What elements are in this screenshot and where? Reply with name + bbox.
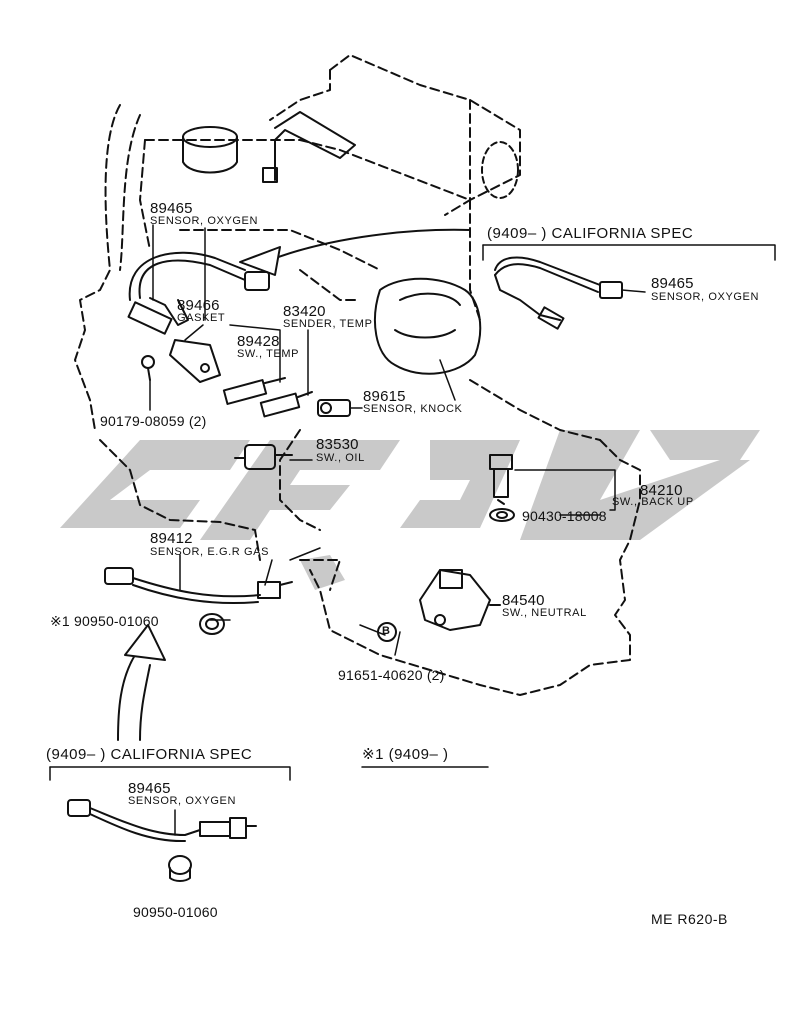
- part-name-89428: SW., TEMP: [237, 348, 300, 360]
- part-name-84540: SW., NEUTRAL: [502, 607, 587, 619]
- pointer-arrow-up: [117, 624, 166, 741]
- watermark-logo: [60, 430, 760, 590]
- part-name-84210: SW., BACK UP: [612, 496, 694, 508]
- grommet-left: [168, 855, 192, 882]
- back-up-switch: [489, 454, 515, 522]
- distributor: [374, 277, 482, 375]
- part-number-90430: 90430-18008: [522, 508, 607, 524]
- knock-sensor: [317, 399, 351, 417]
- part-number-90950-left: 90950-01060: [133, 904, 218, 920]
- oxygen-sensor-left: [67, 799, 257, 843]
- temp-switch: [222, 377, 286, 405]
- part-name-89466: GASKET: [177, 312, 226, 324]
- california-spec-header-left: (9409– ) CALIFORNIA SPEC: [46, 746, 253, 763]
- california-box-right: [482, 244, 776, 261]
- part-name-89465-right: SENSOR, OXYGEN: [651, 291, 760, 303]
- reference-code: ME R620-B: [651, 911, 728, 927]
- oil-switch: [234, 444, 293, 470]
- part-number-83420: 83420: [283, 303, 326, 320]
- oxygen-sensor-right: [494, 256, 646, 330]
- note1-header: ※1 (9409– ): [362, 746, 449, 763]
- neutral-switch: [419, 569, 501, 631]
- callout-b-label: B: [382, 625, 390, 637]
- part-number-89615: 89615: [363, 388, 406, 405]
- pointer-arrow-right: [239, 228, 471, 276]
- part-number-89412: 89412: [150, 530, 193, 547]
- part-number-84540: 84540: [502, 592, 545, 609]
- part-name-89615: SENSOR, KNOCK: [363, 403, 463, 415]
- california-box-left: [49, 766, 291, 781]
- egr-gas-sensor: [104, 567, 293, 605]
- part-name-89465-left: SENSOR, OXYGEN: [128, 795, 237, 807]
- oxygen-sensor-top: [127, 251, 270, 381]
- part-number-89466: 89466: [177, 297, 220, 314]
- part-name-89465-top: SENSOR, OXYGEN: [150, 215, 259, 227]
- part-name-89412: SENSOR, E.G.R GAS: [150, 546, 270, 558]
- part-number-83530: 83530: [316, 436, 359, 453]
- gasket: [169, 339, 221, 383]
- part-number-89465-top: 89465: [150, 200, 193, 217]
- oil-filler-cap: [182, 126, 238, 174]
- part-name-83530: SW., OIL: [316, 452, 365, 464]
- temp-sender: [259, 391, 313, 418]
- part-number-84210: 84210: [640, 482, 683, 499]
- part-number-89465-left: 89465: [128, 780, 171, 797]
- leader-lines: [149, 224, 616, 656]
- part-name-83420: SENDER, TEMP: [283, 318, 373, 330]
- breather-hose: [262, 111, 519, 199]
- part-number-89465-right: 89465: [651, 275, 694, 292]
- callout-b-circle: [377, 622, 397, 642]
- engine-outline: [74, 54, 641, 696]
- part-number-89428: 89428: [237, 333, 280, 350]
- part-number-91651: 91651-40620 (2): [338, 667, 445, 683]
- part-number-90179: 90179-08059 (2): [100, 413, 207, 429]
- part-number-90950-main: ※1 90950-01060: [50, 613, 159, 629]
- grommet: [199, 613, 225, 635]
- california-spec-header-right: (9409– ) CALIFORNIA SPEC: [487, 225, 694, 242]
